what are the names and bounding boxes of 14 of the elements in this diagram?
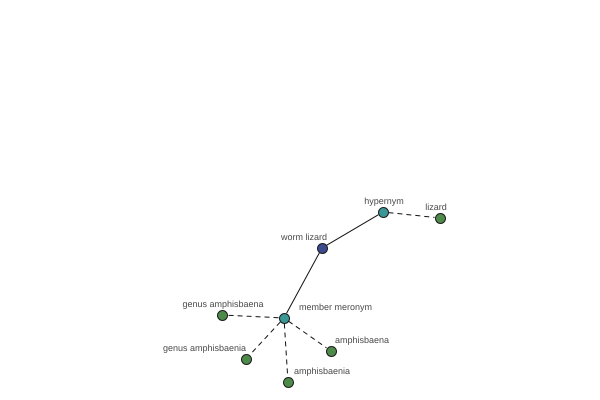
- node-label: genus amphisbaenia: [162, 342, 246, 352]
- node-label: amphisbaena: [335, 334, 390, 344]
- node-label: lizard: [425, 202, 447, 212]
- node-label: worm lizard: [280, 232, 327, 242]
- node-label: member meronym: [299, 302, 372, 312]
- dashed-connector-line: [288, 320, 327, 348]
- connector-line: [286, 252, 320, 314]
- node-label: genus amphisbaena: [182, 298, 264, 308]
- node-label: hypernym: [364, 196, 404, 206]
- dashed-connector-line: [249, 322, 281, 356]
- dashed-connector-line: [388, 212, 436, 218]
- dashed-connector-line: [227, 314, 279, 318]
- node-label: amphisbaenia: [294, 366, 350, 376]
- connector-line: [326, 214, 379, 246]
